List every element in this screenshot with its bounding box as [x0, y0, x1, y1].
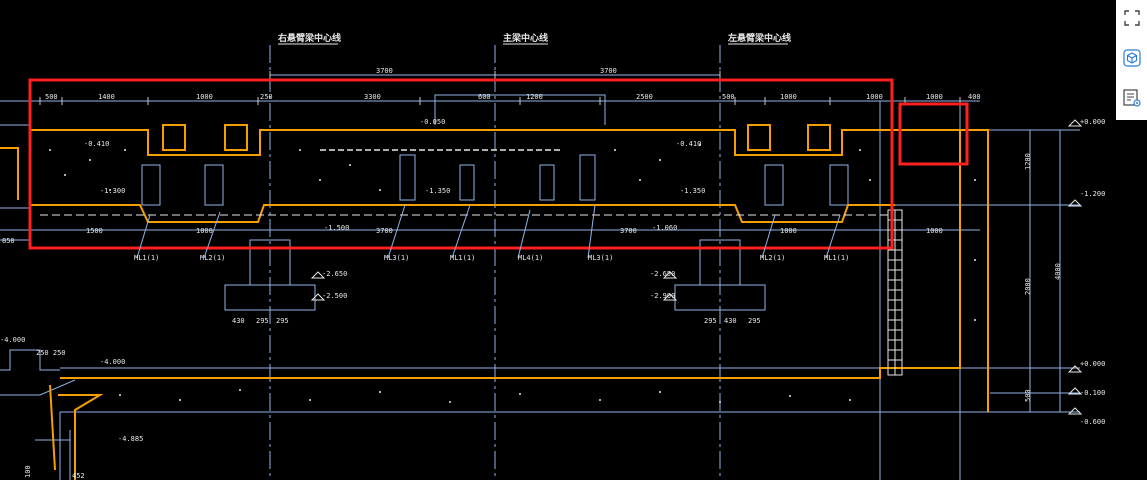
- dim-bottom: 3700: [620, 227, 637, 235]
- dimension-ticks: [39, 71, 961, 105]
- member-tag: ML2(1): [200, 254, 225, 262]
- member-tag: ML2(1): [760, 254, 785, 262]
- level-mark: -4.000: [0, 336, 25, 344]
- member-tag: ML4(1): [518, 254, 543, 262]
- level-mark: -2.650: [650, 270, 675, 278]
- level-mark: -2.500: [322, 292, 347, 300]
- view-toolbar: [1116, 0, 1147, 120]
- highlight-box-main[interactable]: [28, 78, 894, 250]
- dim-row: 1000: [196, 93, 213, 101]
- level-mark: -0.410: [676, 140, 701, 148]
- level-mark: +0.000: [1080, 118, 1105, 126]
- axis-label-right: 左悬臂梁中心线: [727, 32, 791, 44]
- dim-foot: 430: [724, 317, 737, 325]
- level-mark: -0.100: [1080, 389, 1105, 397]
- dim-top-right: 3700: [600, 67, 617, 75]
- member-tag: ML1(1): [824, 254, 849, 262]
- dim-row: 500: [722, 93, 735, 101]
- dim-row: 3300: [364, 93, 381, 101]
- level-mark: -4.885: [118, 435, 143, 443]
- level-mark: -1.350: [425, 187, 450, 195]
- member-tag: ML1(1): [450, 254, 475, 262]
- level-mark: -4.000: [100, 358, 125, 366]
- dim-foot: 295: [276, 317, 289, 325]
- dim-foot: 295: [748, 317, 761, 325]
- fit-view-icon: [1124, 10, 1140, 26]
- dim-bottom: 1000: [196, 227, 213, 235]
- dim-row: 1000: [926, 93, 943, 101]
- dim-row: 1200: [526, 93, 543, 101]
- dim-side: 500: [1024, 389, 1032, 402]
- level-mark: -1.300: [100, 187, 125, 195]
- cube-3d-icon: [1123, 49, 1141, 67]
- level-mark: -0.600: [1080, 418, 1105, 426]
- level-mark: -2.900: [650, 292, 675, 300]
- dim-side: 4000: [1054, 263, 1062, 280]
- level-mark: -1.500: [324, 224, 349, 232]
- dim-bottom: 1000: [926, 227, 943, 235]
- level-mark: -2.650: [322, 270, 347, 278]
- level-mark: -0.410: [84, 140, 109, 148]
- dim-foot: 295: [704, 317, 717, 325]
- corner-dim: 100: [24, 465, 32, 478]
- dim-side: 2000: [1024, 278, 1032, 295]
- member-tag: ML1(1): [134, 254, 159, 262]
- level-mark: -0.050: [420, 118, 445, 126]
- member-tag: ML3(1): [588, 254, 613, 262]
- hatched-wall: [887, 209, 903, 376]
- dim-row: 2500: [636, 93, 653, 101]
- corner-dim: 250 250: [36, 349, 66, 357]
- structure-lines: [0, 45, 1080, 480]
- beam-outline: [0, 124, 989, 480]
- fit-view-button[interactable]: [1120, 6, 1144, 30]
- properties-icon: [1123, 89, 1141, 107]
- tag-leaders: [136, 204, 841, 259]
- concrete-speckles: [49, 144, 976, 403]
- highlight-box-small[interactable]: [898, 102, 969, 166]
- dim-row: 500: [45, 93, 58, 101]
- dim-top-left: 3700: [376, 67, 393, 75]
- level-mark: -1.200: [1080, 190, 1105, 198]
- member-tag: ML3(1): [384, 254, 409, 262]
- level-mark: -1.060: [652, 224, 677, 232]
- corner-dim: 452: [72, 472, 85, 480]
- level-triangles: [310, 119, 1083, 415]
- dim-foot: 430: [232, 317, 245, 325]
- properties-button[interactable]: [1120, 86, 1144, 110]
- level-mark: +0.000: [1080, 360, 1105, 368]
- axis-label-left: 右悬臂梁中心线: [277, 32, 341, 44]
- dim-bottom: 3700: [376, 227, 393, 235]
- dim-bottom: 850: [2, 237, 15, 245]
- dim-row: 400: [968, 93, 981, 101]
- dim-row: 600: [478, 93, 491, 101]
- axis-label-center: 主梁中心线: [503, 32, 548, 44]
- level-mark: -1.350: [680, 187, 705, 195]
- dim-row: 1000: [866, 93, 883, 101]
- dim-row: 1400: [98, 93, 115, 101]
- dim-row: 1000: [780, 93, 797, 101]
- dim-foot: 295: [256, 317, 269, 325]
- dim-row: 250: [260, 93, 273, 101]
- dim-bottom: 1000: [780, 227, 797, 235]
- view-3d-button[interactable]: [1120, 46, 1144, 70]
- dim-side: 1200: [1024, 153, 1032, 170]
- dim-bottom: 1500: [86, 227, 103, 235]
